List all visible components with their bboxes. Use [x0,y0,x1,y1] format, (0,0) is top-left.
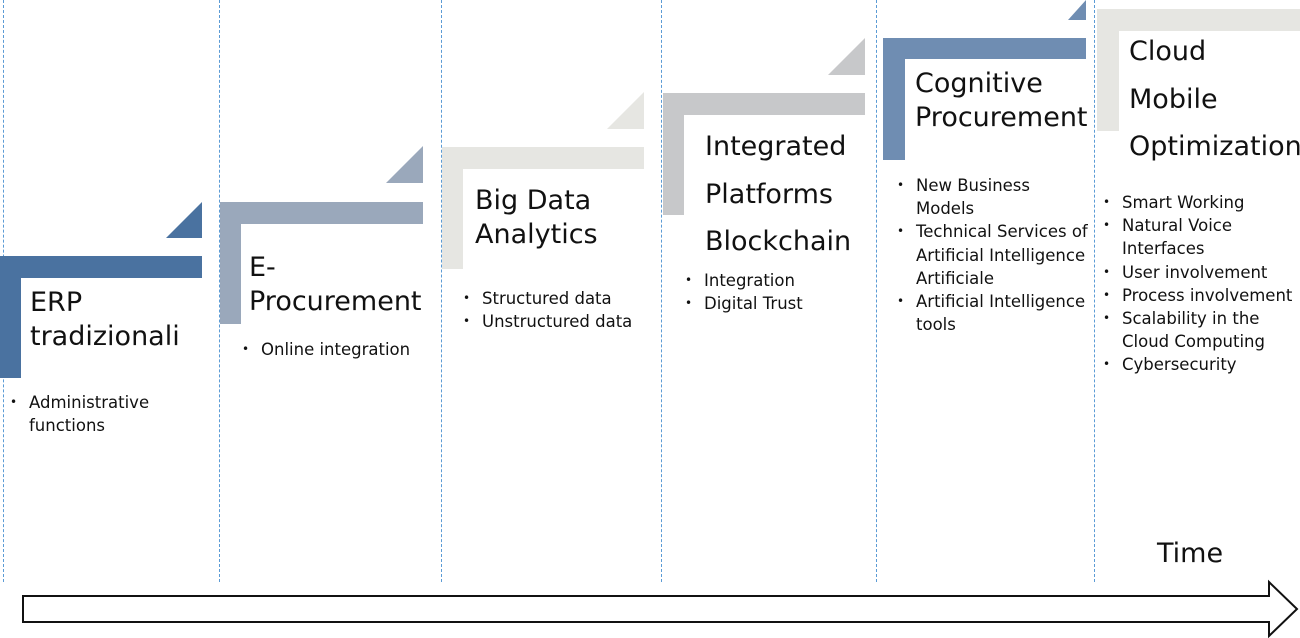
step-triangle [828,38,865,75]
column-divider [441,0,442,582]
bullet-item: Administrative functions [8,391,208,437]
bullet-item: Online integration [240,338,440,361]
stage-bullets: Administrative functions [8,391,208,437]
step-corner-post [663,93,684,215]
bullet-item: Process involvement [1101,284,1297,307]
step-corner-bar [442,147,644,169]
step-triangle [607,92,644,129]
stage-bullets: Structured data Unstructured data [461,287,661,334]
step-corner-post [1097,9,1119,131]
stage-title: Cloud Mobile Optimization [1129,36,1300,162]
bullet-item: Digital Trust [683,292,873,315]
bullet-item: Technical Services of Artificial Intelli… [895,220,1093,290]
bullet-item: Scalability in the Cloud Computing [1101,307,1297,353]
step-corner-bar [1097,9,1300,31]
step-corner-bar [0,256,202,278]
bullet-item: Natural Voice Interfaces [1101,214,1297,260]
step-corner-post [442,147,463,269]
step-triangle [386,146,423,183]
bullet-item: Smart Working [1101,191,1297,214]
bullet-item: Artificial Intelligence tools [895,290,1093,336]
stage-title: ERP tradizionali [30,287,180,352]
column-divider [661,0,662,582]
step-corner-post [220,202,241,324]
column-divider [219,0,220,582]
step-corner-post [883,38,905,160]
step-triangle [1068,0,1086,20]
time-label: Time [1157,538,1224,569]
bullet-item: Unstructured data [461,310,661,333]
bullet-item: User involvement [1101,261,1297,284]
bullet-item: Integration [683,269,873,292]
column-divider [876,0,877,582]
step-corner-bar [883,38,1086,59]
step-corner-post [0,256,21,378]
step-corner-bar [663,93,865,115]
step-triangle [166,202,202,238]
stage-title: Integrated Platforms Blockchain [705,131,852,257]
stage-bullets: Online integration [240,338,440,361]
stage-title: Big Data Analytics [475,185,598,250]
stage-bullets: Smart Working Natural Voice Interfaces U… [1101,191,1297,377]
stage-bullets: New Business Models Technical Services o… [895,174,1093,336]
stage-title: Cognitive Procurement [915,68,1088,133]
stage-bullets: Integration Digital Trust [683,269,873,316]
bullet-item: Cybersecurity [1101,353,1297,376]
bullet-item: Structured data [461,287,661,310]
column-divider [1094,0,1095,582]
stage-title: E- Procurement [249,252,422,317]
step-corner-bar [220,202,423,224]
bullet-item: New Business Models [895,174,1093,220]
